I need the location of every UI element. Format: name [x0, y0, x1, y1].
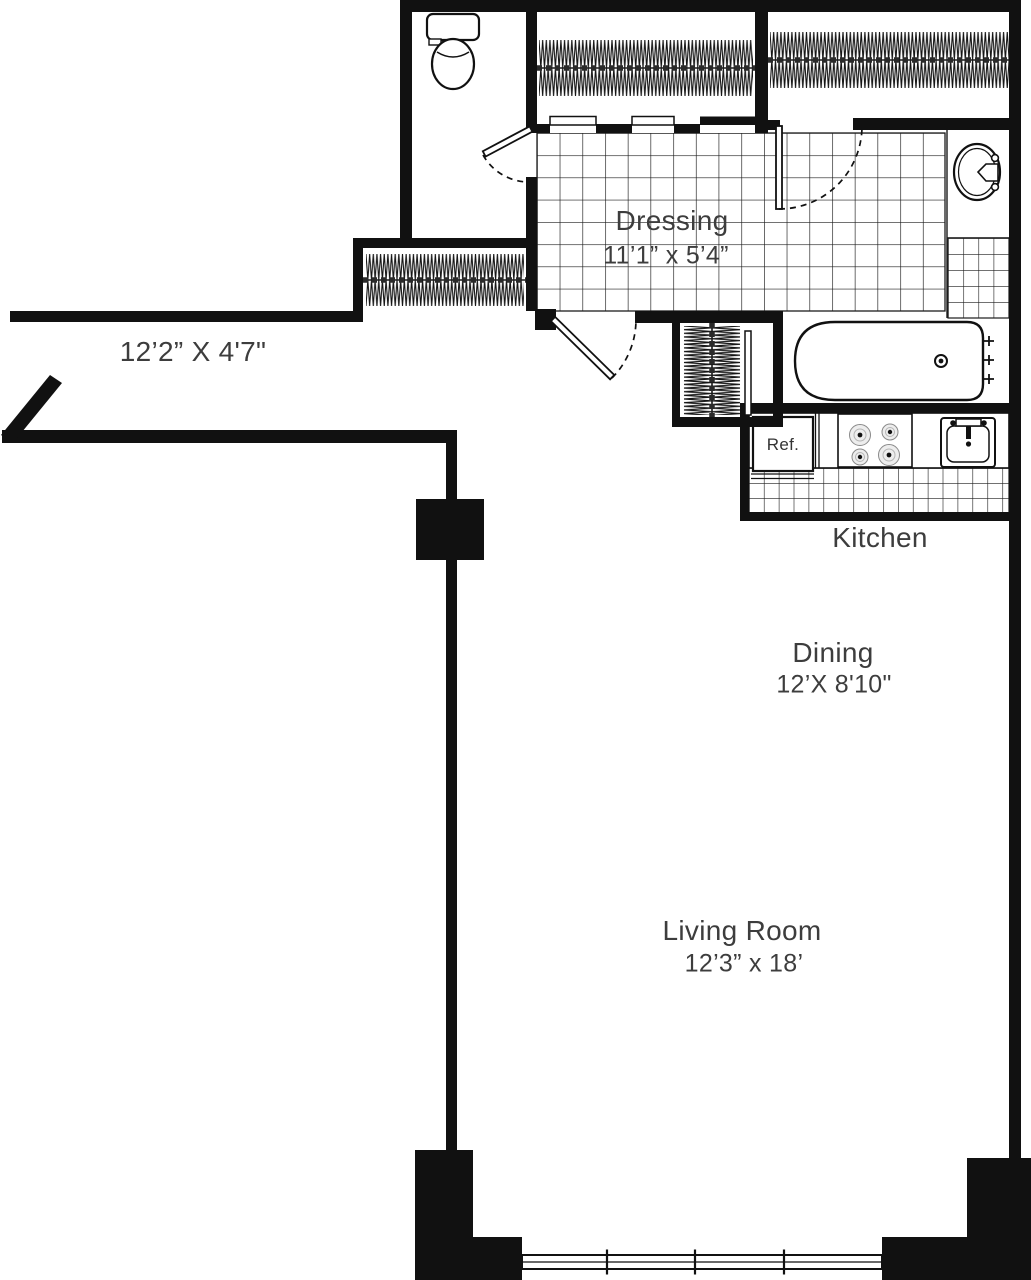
column	[416, 499, 484, 560]
doors	[481, 125, 863, 416]
sink-nook-boundary	[946, 130, 1009, 318]
refrigerator-label: Ref.	[766, 435, 800, 454]
living-room-dims: 12’3” x 18’	[684, 949, 804, 978]
door-swing-icon	[778, 125, 863, 210]
window-mullions	[605, 1249, 786, 1275]
dining-room-dims: 12’X 8'10"	[776, 670, 892, 699]
living-room-label: Living Room	[662, 915, 822, 946]
vanity-sink-icon	[952, 142, 1002, 202]
stove-burners	[849, 423, 900, 466]
dressing-room-label: Dressing	[615, 205, 729, 236]
dressing-tile-floor	[536, 132, 946, 312]
door-swing-icon	[611, 318, 637, 379]
entry-diagonal-wall	[1, 375, 62, 443]
dining-room-label: Dining	[792, 637, 874, 668]
kitchen-tile-floor	[748, 467, 1010, 514]
tub-faucet-marks	[984, 336, 994, 384]
pier-left	[415, 1150, 522, 1280]
door-swing-icon	[482, 154, 531, 183]
door-leaf	[775, 125, 783, 210]
kitchen-label: Kitchen	[832, 522, 928, 553]
door-leaf	[481, 125, 534, 158]
bathtub-icon	[793, 320, 994, 402]
toilet-icon	[425, 12, 481, 91]
window-icon	[521, 1249, 883, 1275]
door-leaf	[549, 315, 616, 381]
hallway-dims: 12’2” X 4'7"	[119, 336, 267, 367]
kitchen-sink-icon	[940, 417, 996, 468]
sliding-door-icon	[549, 115, 755, 133]
closet-rods	[363, 30, 1009, 417]
pier-right	[882, 1158, 1031, 1280]
bath-tile-floor	[947, 237, 1010, 319]
dressing-room-dims: 11’1” x 5’4”	[603, 241, 729, 270]
stove-icon	[837, 413, 913, 468]
closet-door-panel	[744, 330, 752, 416]
